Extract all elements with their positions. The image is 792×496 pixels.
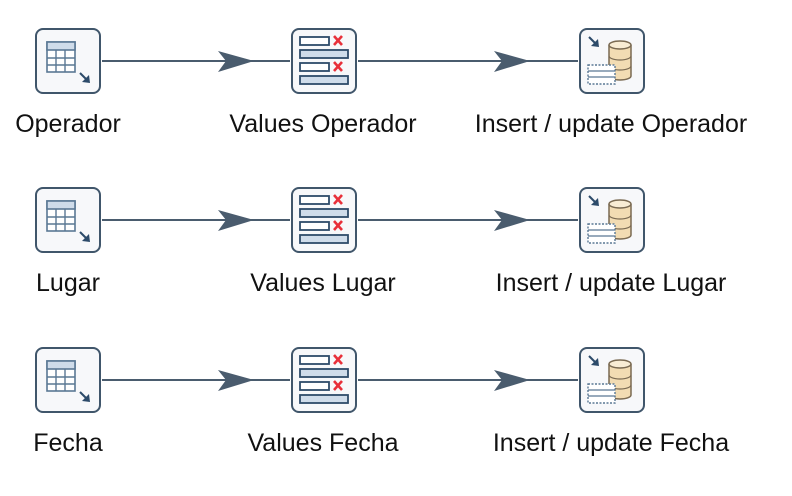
step-label: Insert / update Operador bbox=[475, 110, 747, 138]
step-label: Insert / update Lugar bbox=[496, 269, 727, 297]
step-select-values[interactable] bbox=[291, 187, 357, 253]
step-table-input[interactable] bbox=[35, 28, 101, 94]
hop-arrow-icon bbox=[494, 210, 530, 231]
step-table-input[interactable] bbox=[35, 187, 101, 253]
transformation-row: Lugar Values Lugar Insert / update Lugar bbox=[35, 187, 727, 297]
step-label: Operador bbox=[15, 110, 121, 138]
step-select-values[interactable] bbox=[291, 28, 357, 94]
step-insert-update[interactable] bbox=[579, 347, 645, 413]
hop-arrow-icon bbox=[494, 370, 530, 391]
step-label: Lugar bbox=[36, 269, 100, 297]
transformation-row: Fecha Values Fecha Insert / update Fecha bbox=[33, 347, 729, 457]
step-select-values[interactable] bbox=[291, 347, 357, 413]
hop-arrow-icon bbox=[218, 370, 254, 391]
hop-arrow-icon bbox=[218, 210, 254, 231]
step-label: Values Operador bbox=[229, 110, 416, 138]
step-label: Insert / update Fecha bbox=[493, 429, 729, 457]
hop-arrow-icon bbox=[218, 51, 254, 72]
step-label: Values Lugar bbox=[250, 269, 395, 297]
step-insert-update[interactable] bbox=[579, 28, 645, 94]
step-label: Fecha bbox=[33, 429, 103, 457]
step-table-input[interactable] bbox=[35, 347, 101, 413]
step-insert-update[interactable] bbox=[579, 187, 645, 253]
step-label: Values Fecha bbox=[247, 429, 398, 457]
transformation-row: Operador Values Operador Insert / update… bbox=[15, 28, 747, 138]
hop-arrow-icon bbox=[494, 51, 530, 72]
